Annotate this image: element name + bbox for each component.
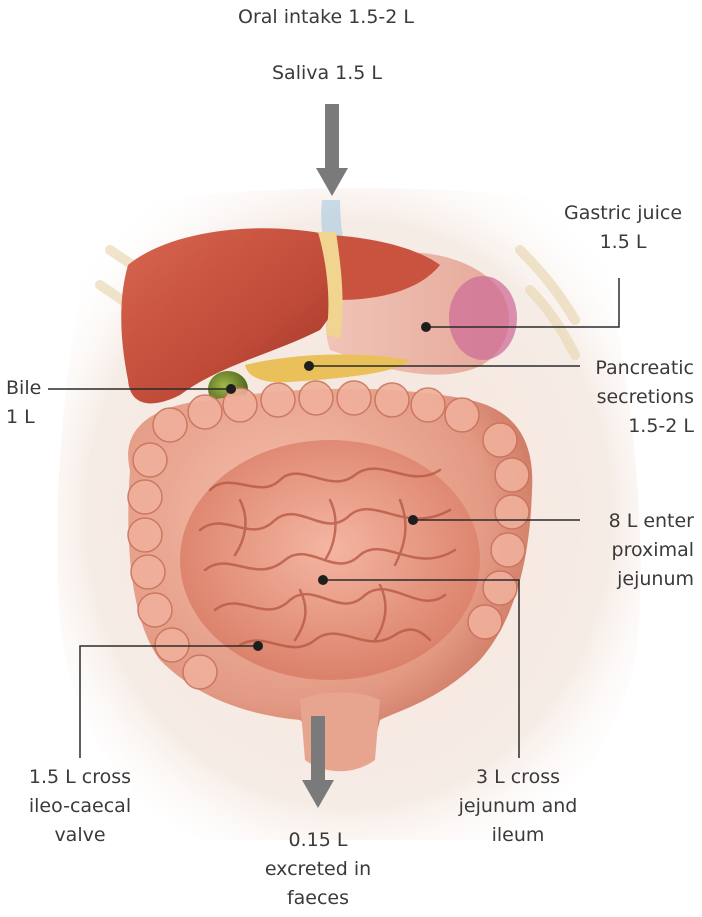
pancreatic-line-2: secretions [556, 383, 694, 412]
label-saliva: Saliva 1.5 L [240, 59, 414, 88]
ileocaecal-line-3: valve [10, 821, 150, 850]
label-bile: Bile 1 L [6, 374, 66, 432]
faeces-line-3: faeces [243, 884, 393, 913]
gastric-line-1: Gastric juice [548, 199, 698, 228]
label-jejunum-ileum: 3 L cross jejunum and ileum [448, 763, 588, 850]
jejunum-ileum-line-3: ileum [448, 821, 588, 850]
dot-bile [226, 384, 236, 394]
dot-jejunum-ileum [318, 575, 328, 585]
label-pancreatic: Pancreatic secretions 1.5-2 L [556, 354, 694, 441]
jejunum-ileum-line-1: 3 L cross [448, 763, 588, 792]
label-oral-intake: Oral intake 1.5-2 L [226, 3, 426, 32]
dot-pancreatic [304, 361, 314, 371]
label-gastric-juice: Gastric juice 1.5 L [548, 199, 698, 257]
jejunum-enter-line-2: proximal [578, 536, 694, 565]
faeces-line-2: excreted in [243, 855, 393, 884]
ileocaecal-line-2: ileo-caecal [10, 792, 150, 821]
saliva-text: Saliva 1.5 L [240, 59, 414, 88]
ileocaecal-line-1: 1.5 L cross [10, 763, 150, 792]
bile-line-2: 1 L [6, 403, 66, 432]
faeces-line-1: 0.15 L [243, 826, 393, 855]
bile-line-1: Bile [6, 374, 66, 403]
inflow-arrow [316, 104, 348, 196]
pancreatic-line-3: 1.5-2 L [556, 412, 694, 441]
oral-intake-text: Oral intake 1.5-2 L [226, 3, 426, 32]
gastric-line-2: 1.5 L [548, 228, 698, 257]
label-jejunum-enter: 8 L enter proximal jejunum [578, 507, 694, 594]
small-intestine [180, 440, 480, 680]
label-ileocaecal: 1.5 L cross ileo-caecal valve [10, 763, 150, 850]
jejunum-enter-line-1: 8 L enter [578, 507, 694, 536]
dot-gastric [421, 322, 431, 332]
jejunum-enter-line-3: jejunum [578, 565, 694, 594]
label-faeces: 0.15 L excreted in faeces [243, 826, 393, 913]
jejunum-ileum-line-2: jejunum and [448, 792, 588, 821]
spleen [449, 276, 517, 360]
dot-jejunum-enter [408, 515, 418, 525]
dot-ileocaecal [253, 641, 263, 651]
pancreatic-line-1: Pancreatic [556, 354, 694, 383]
